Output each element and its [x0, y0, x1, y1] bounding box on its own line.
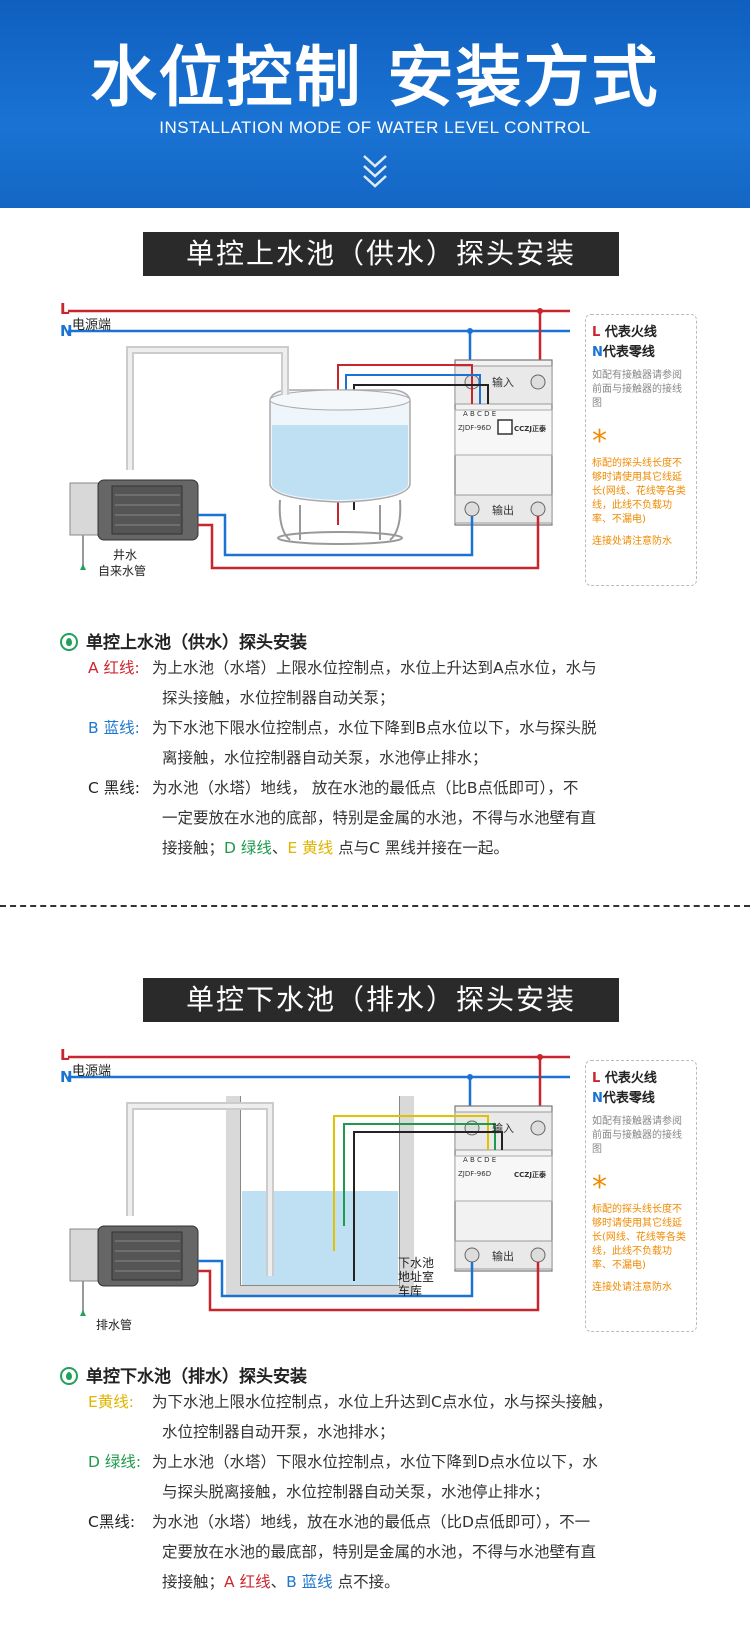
section2-item-d: D 绿线:为上水池（水塔）下限水位控制点，水位下降到D点水位以下，水 与探头脱离… — [88, 1453, 598, 1501]
legend-live-2: L 代表火线 — [592, 1071, 657, 1086]
input-label: 输入 — [492, 376, 514, 389]
neutral-label-2: N — [60, 1068, 73, 1086]
drain-pipe-label: 排水管 — [96, 1318, 133, 1332]
terminal-label-2: A B C D E — [463, 1156, 497, 1164]
section2-banner: 单控下水池（排水）探头安装 — [143, 978, 619, 1022]
water-drop-icon-2 — [60, 1367, 78, 1385]
live-label-2: L — [60, 1046, 70, 1064]
section1-item-b: B 蓝线:为下水池下限水位控制点，水位下降到B点水位以下，水与探头脱 离接触，水… — [88, 719, 597, 767]
section2-diagram: L N 电源端 输入 输出 A B C D E ZJDF-96D CCZJ正泰 … — [0, 1046, 750, 1346]
legend-waterproof-note: 连接处请注意防水 — [592, 536, 672, 547]
asterisk-icon-2: * — [592, 1170, 607, 1205]
pump-label-1: 井水 — [113, 548, 138, 562]
section1-heading: 单控上水池（供水）探头安装 — [60, 628, 307, 653]
legend-contactor-note-2: 如配有接触器请参阅前面与接触器的接线图 — [592, 1116, 682, 1155]
model-label: ZJDF-96D — [458, 424, 492, 432]
section1-banner: 单控上水池（供水）探头安装 — [143, 232, 619, 276]
legend-live: L 代表火线 — [592, 325, 657, 340]
brand-label-2: CCZJ正泰 — [514, 1171, 546, 1179]
legend-neutral: N代表零线 — [592, 345, 655, 360]
legend-neutral-2: N代表零线 — [592, 1091, 655, 1106]
legend-contactor-note: 如配有接触器请参阅前面与接触器的接线图 — [592, 370, 682, 409]
live-label: L — [60, 300, 70, 318]
wiring-diagram-2 — [68, 1054, 570, 1316]
tank-label-3: 车库 — [398, 1284, 423, 1298]
input-label-2: 输入 — [492, 1122, 514, 1135]
legend-box-2: L 代表火线 N代表零线 如配有接触器请参阅前面与接触器的接线图 * 标配的探头… — [585, 1060, 697, 1332]
section2-heading: 单控下水池（排水）探头安装 — [60, 1362, 307, 1387]
tank-label-1: 下水池 — [398, 1256, 435, 1270]
terminal-label: A B C D E — [463, 410, 497, 418]
brand-label: CCZJ正泰 — [514, 425, 546, 433]
legend-waterproof-note-2: 连接处请注意防水 — [592, 1282, 672, 1293]
page-title: 水位控制 安装方式 — [90, 39, 660, 116]
chevron-down-icon — [363, 155, 387, 188]
model-label-2: ZJDF-96D — [458, 1170, 492, 1178]
section2-item-e: E黄线:为下水池上限水位控制点，水位上升达到C点水位，水与探头接触， 水位控制器… — [88, 1393, 613, 1441]
section-divider — [0, 905, 750, 907]
page-header: 水位控制 安装方式 INSTALLATION MODE OF WATER LEV… — [0, 0, 750, 208]
legend-extension-note: 标配的探头线长度不够时请使用其它线延长(网线、花线等各类线，此线不负载功率、不漏… — [592, 458, 686, 525]
page-subtitle: INSTALLATION MODE OF WATER LEVEL CONTROL — [159, 118, 591, 137]
section1-item-a: A 红线:为上水池（水塔）上限水位控制点，水位上升达到A点水位，水与 探头接触，… — [88, 659, 597, 707]
tank-label-2: 地址室 — [398, 1270, 435, 1284]
power-label-2: 电源端 — [72, 1064, 112, 1079]
output-label-2: 输出 — [492, 1250, 514, 1263]
power-label: 电源端 — [72, 318, 112, 333]
neutral-label: N — [60, 322, 73, 340]
legend-extension-note-2: 标配的探头线长度不够时请使用其它线延长(网线、花线等各类线，此线不负载功率、不漏… — [592, 1204, 686, 1271]
water-drop-icon — [60, 633, 78, 651]
section2-item-c: C黑线:为水池（水塔）地线，放在水池的最低点（比D点低即可），不一 定要放在水池… — [88, 1513, 597, 1591]
section1-diagram: L N 电源端 输入 输出 A B C D E ZJDF-96D CCZJ正泰 … — [0, 300, 750, 600]
legend-box: L 代表火线 N代表零线 如配有接触器请参阅前面与接触器的接线图 * 标配的探头… — [585, 314, 697, 586]
asterisk-icon: * — [592, 424, 607, 459]
output-label: 输出 — [492, 504, 514, 517]
section1-item-c: C 黑线:为水池（水塔）地线， 放在水池的最低点（比B点低即可），不 一定要放在… — [88, 779, 597, 857]
wiring-diagram-1 — [68, 308, 570, 570]
pump-label-2: 自来水管 — [98, 564, 147, 578]
